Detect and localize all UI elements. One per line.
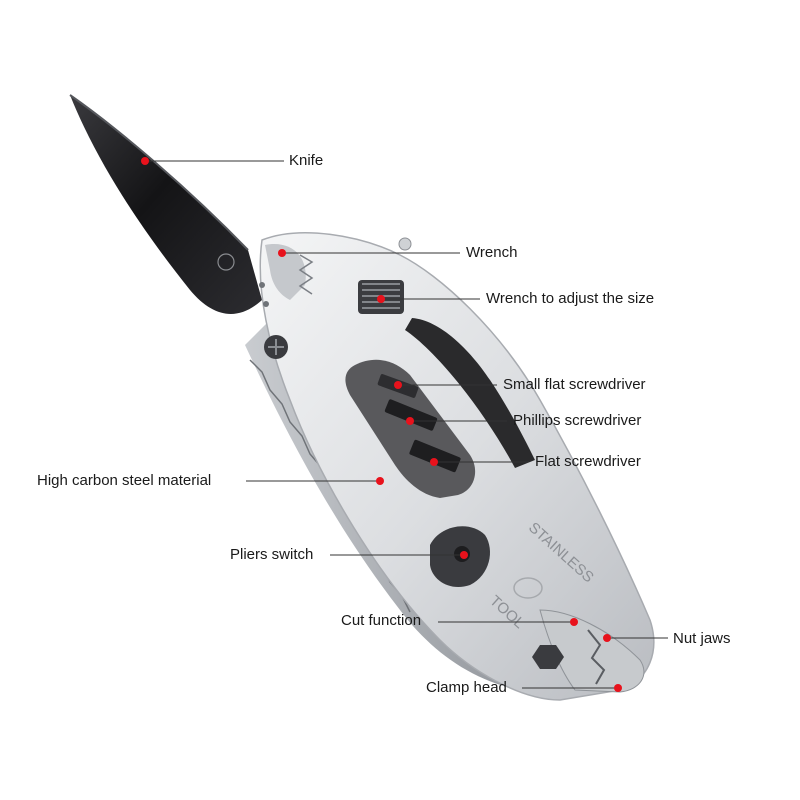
label-cut-function: Cut function (341, 612, 422, 629)
knife-blade (69, 94, 262, 314)
marker-cut (570, 618, 578, 626)
label-phillips-screwdriver: Phillips screwdriver (513, 412, 642, 429)
pivot-screw (264, 335, 288, 359)
label-wrench: Wrench (466, 244, 518, 261)
label-nut-jaws: Nut jaws (673, 630, 731, 647)
markers (141, 157, 622, 692)
marker-flat (430, 458, 438, 466)
label-small-flat-screwdriver: Small flat screwdriver (503, 376, 646, 393)
marker-nut-jaws (603, 634, 611, 642)
label-wrench-adjust: Wrench to adjust the size (486, 290, 655, 307)
marker-steel (376, 477, 384, 485)
label-pliers-switch: Pliers switch (230, 546, 314, 563)
wrench-head (259, 237, 412, 307)
label-high-carbon-steel: High carbon steel material (37, 472, 212, 489)
marker-clamp (614, 684, 622, 692)
label-flat-screwdriver: Flat screwdriver (535, 453, 641, 470)
marker-wrench-adjust (377, 295, 385, 303)
marker-wrench (278, 249, 286, 257)
label-knife: Knife (289, 152, 324, 169)
label-clamp-head: Clamp head (426, 679, 507, 696)
handle-strip (405, 318, 535, 468)
marker-pliers-switch (460, 551, 468, 559)
marker-knife (141, 157, 149, 165)
marker-phillips (406, 417, 414, 425)
marker-small-flat (394, 381, 402, 389)
leader-lines (147, 160, 668, 689)
pliers-jaws (532, 609, 645, 693)
